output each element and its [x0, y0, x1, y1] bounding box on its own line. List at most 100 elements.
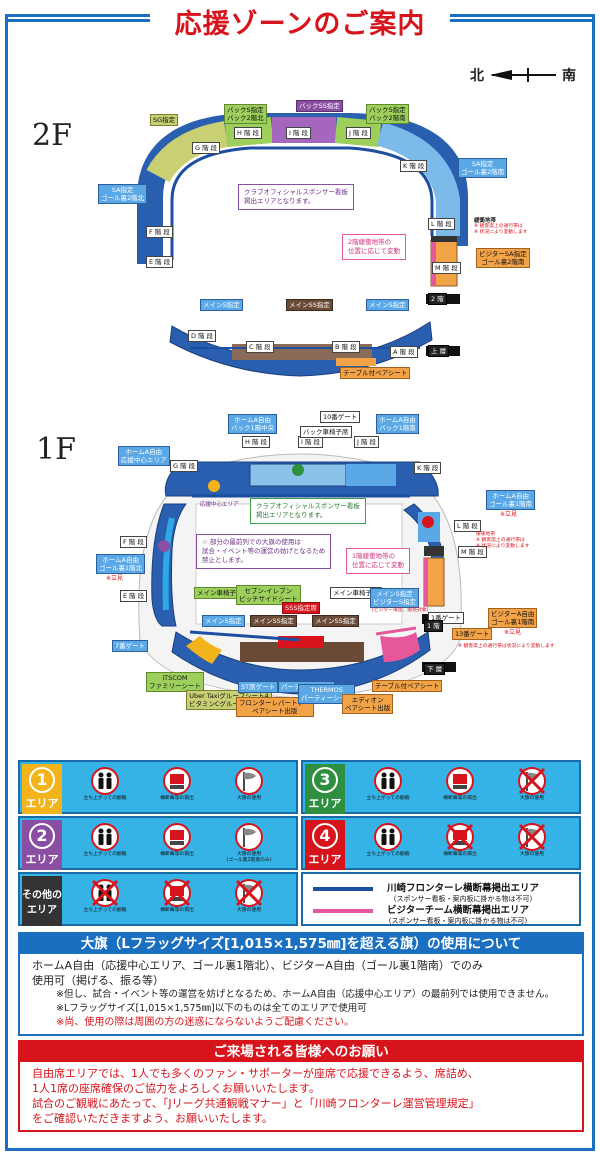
note-club-sponsor-2f: クラブオフィシャルスポンサー看板 掲出エリアとなります。	[238, 184, 354, 210]
buffer-zone-2f	[431, 236, 457, 242]
tag-gate13: 13番ゲート	[452, 628, 493, 640]
stand-2f-sg-zone	[146, 121, 229, 183]
block-2f-e: E 階 段	[146, 256, 174, 268]
frontale-banner-swatch	[313, 887, 373, 891]
legend-caption: 大旗の使用	[237, 908, 261, 913]
tag-main-ss: メインSS指定	[286, 299, 333, 311]
legend-caption: 横断幕等の掲出	[443, 852, 477, 857]
banner-icon: 横断幕等の掲出	[431, 766, 489, 812]
block-2f-m: M 階 段	[432, 262, 461, 274]
block-1f-g: G 階 段	[170, 460, 199, 472]
request-notice: ご来場される皆様へのお願い 自由席エリアでは、1人でも多くのファン・サポーターが…	[18, 1040, 584, 1132]
banner-icon: 横断幕等の掲出	[148, 822, 206, 868]
floor-1f-label: 1F	[36, 432, 76, 467]
tag-sss: SSS指定席	[282, 602, 320, 614]
tag-seven-eleven: セブン-イレブン ピッチサイドシート	[236, 585, 301, 605]
note-front-row: ☆ 部分の最前列での大旗の使用は 試合・イベント等の運営の妨げとなるため 禁止と…	[196, 534, 332, 569]
frontale-banner-line-2f	[170, 146, 434, 260]
zone-badge-2-north	[158, 540, 170, 552]
big-flag-icon: 大旗の使用	[503, 766, 561, 812]
request-line4: をご確認いただきますよう、お願いいたします。	[32, 1112, 273, 1125]
tag-back-s-south: バックS指定 バック2階南	[366, 104, 409, 124]
block-2f-d: D 階 段	[188, 330, 217, 342]
stand-2f-sa-south-zone	[376, 122, 460, 236]
tag-main-ss-1f-a: メインSS指定	[250, 615, 297, 627]
block-2f-i: I 階 段	[286, 127, 312, 139]
tag-back-wheelchair: バック車椅子席	[300, 426, 352, 438]
legend-caption: 立ち上がっての観戦	[83, 796, 127, 801]
block-2f-c: C 階 段	[246, 341, 274, 353]
note-buffer-2f: 2階緩衝地帯の 位置に応じて変動	[342, 234, 406, 260]
tag-gate10: 10番ゲート	[320, 411, 361, 423]
tag-back-s-north: バックS指定 バック2階北	[224, 104, 267, 124]
visitor-s-note: (ビジター限定、販売対象)	[372, 608, 429, 613]
tag-home-a-south-back: ホームA自由 バック1階南	[376, 414, 419, 434]
buffer-side-body-1f: 緩衝地帯 ※ 観客席上の通行帯は ※ 状況により変動します	[476, 532, 530, 549]
standing-icon: 立ち上がっての観戦	[359, 766, 417, 812]
zone-badge-1-north	[208, 480, 220, 492]
zone-badge: 1 エリア	[22, 764, 62, 814]
tag-table-pair-1f: テーブル付ペアシート	[372, 680, 443, 692]
legend-caption: 横断幕等の掲出	[160, 796, 194, 801]
tag-gate7: 7番ゲート	[112, 640, 149, 652]
request-line2: 1人1席の座席確保のご協力をよろしくお願いいたします。	[32, 1082, 320, 1095]
tag-st-gate: ST席ゲート	[238, 681, 279, 693]
tag-main-s-visitor: メインS指定 ビジターS指定	[370, 588, 419, 608]
legend-caption: 大旗の使用	[520, 852, 544, 857]
visitor-banner-swatch	[313, 909, 373, 913]
legend-caption: 大旗の使用	[520, 796, 544, 801]
banner-icon: 横断幕等の掲出	[431, 822, 489, 868]
header-rule-left	[5, 19, 155, 22]
block-2f-l: L 階 段	[428, 218, 455, 230]
legend-caption: 横断幕等の掲出	[443, 796, 477, 801]
compass-south: 南	[562, 68, 576, 84]
block-2f-g: G 階 段	[192, 142, 221, 154]
banner-icon: 横断幕等の掲出	[148, 766, 206, 812]
zone-label: エリア	[25, 853, 59, 866]
table-seat-upper	[336, 358, 376, 366]
tag-main-wheelchair-right: メイン車椅子席	[330, 587, 382, 599]
zone-number: 1	[29, 767, 55, 793]
legend-caption: 立ち上がっての観戦	[366, 796, 410, 801]
compass-north: 北	[470, 68, 484, 84]
visitor-s-zone-1f	[380, 632, 420, 662]
note-buffer-1f: 1階緩衝地帯の 位置に応じて変動	[346, 548, 410, 574]
zone-label: その他の エリア	[22, 890, 62, 916]
tag-table-seat: テーブル付ペアシート	[340, 367, 411, 379]
buffer-zone-1f	[424, 546, 444, 556]
flag-notice: 大旗（Lフラッグサイズ[1,015×1,575㎜]を超える旗）の使用について ホ…	[18, 932, 584, 1036]
legend-caption: 横断幕等の掲出	[160, 908, 194, 913]
zone-label: エリア	[308, 797, 342, 810]
tag-sg: SG指定	[150, 114, 179, 126]
zone-number: 4	[312, 823, 338, 849]
tag-home-a-support: ホームA自由 応援中心エリア	[118, 446, 170, 466]
header-rule-right	[445, 19, 595, 22]
banner-icon: 横断幕等の掲出	[148, 878, 206, 924]
zone-number: 2	[29, 823, 55, 849]
block-1f-j: J 階 段	[354, 436, 380, 448]
zone-label: エリア	[25, 797, 59, 810]
tag-visitor-sa: ビジターSA指定 ゴール裏2階南	[476, 248, 530, 268]
block-1f-h: H 階 段	[242, 436, 271, 448]
big-flag-icon: 大旗の使用 (ゴール裏1階南のみ)	[220, 822, 278, 868]
legend-caption: 大旗の使用 (ゴール裏1階南のみ)	[226, 852, 272, 863]
block-2f-f: F 階 段	[146, 226, 173, 238]
block-2f-a: A 階 段	[390, 346, 418, 358]
flag-note2: ※Lフラッグサイズ[1,015×1,575㎜]以下のものは全てのエリアで使用可	[56, 1003, 367, 1014]
block-2f-j: J 階 段	[346, 127, 372, 139]
legend-zone-1: 1 エリア 立ち上がっての観戦 横断幕等の掲出 大旗の使用	[18, 760, 298, 814]
back-south-zone-1f	[346, 464, 396, 486]
tag-back-ss: バックSS指定	[296, 100, 343, 112]
standing-icon: 立ち上がっての観戦	[76, 822, 134, 868]
visitor-banner-line-main-1f	[375, 626, 417, 636]
flag-warning: ※尚、使用の際は周囲の方の迷惑にならないようご配慮ください。	[56, 1017, 355, 1028]
block-1f-l: L 階 段	[454, 520, 481, 532]
zone-badge-3-back	[292, 464, 304, 476]
floor-2f-label: 2F	[32, 118, 72, 153]
block-2f-h: H 階 段	[234, 127, 263, 139]
legend-caption: 大旗の使用	[237, 796, 261, 801]
